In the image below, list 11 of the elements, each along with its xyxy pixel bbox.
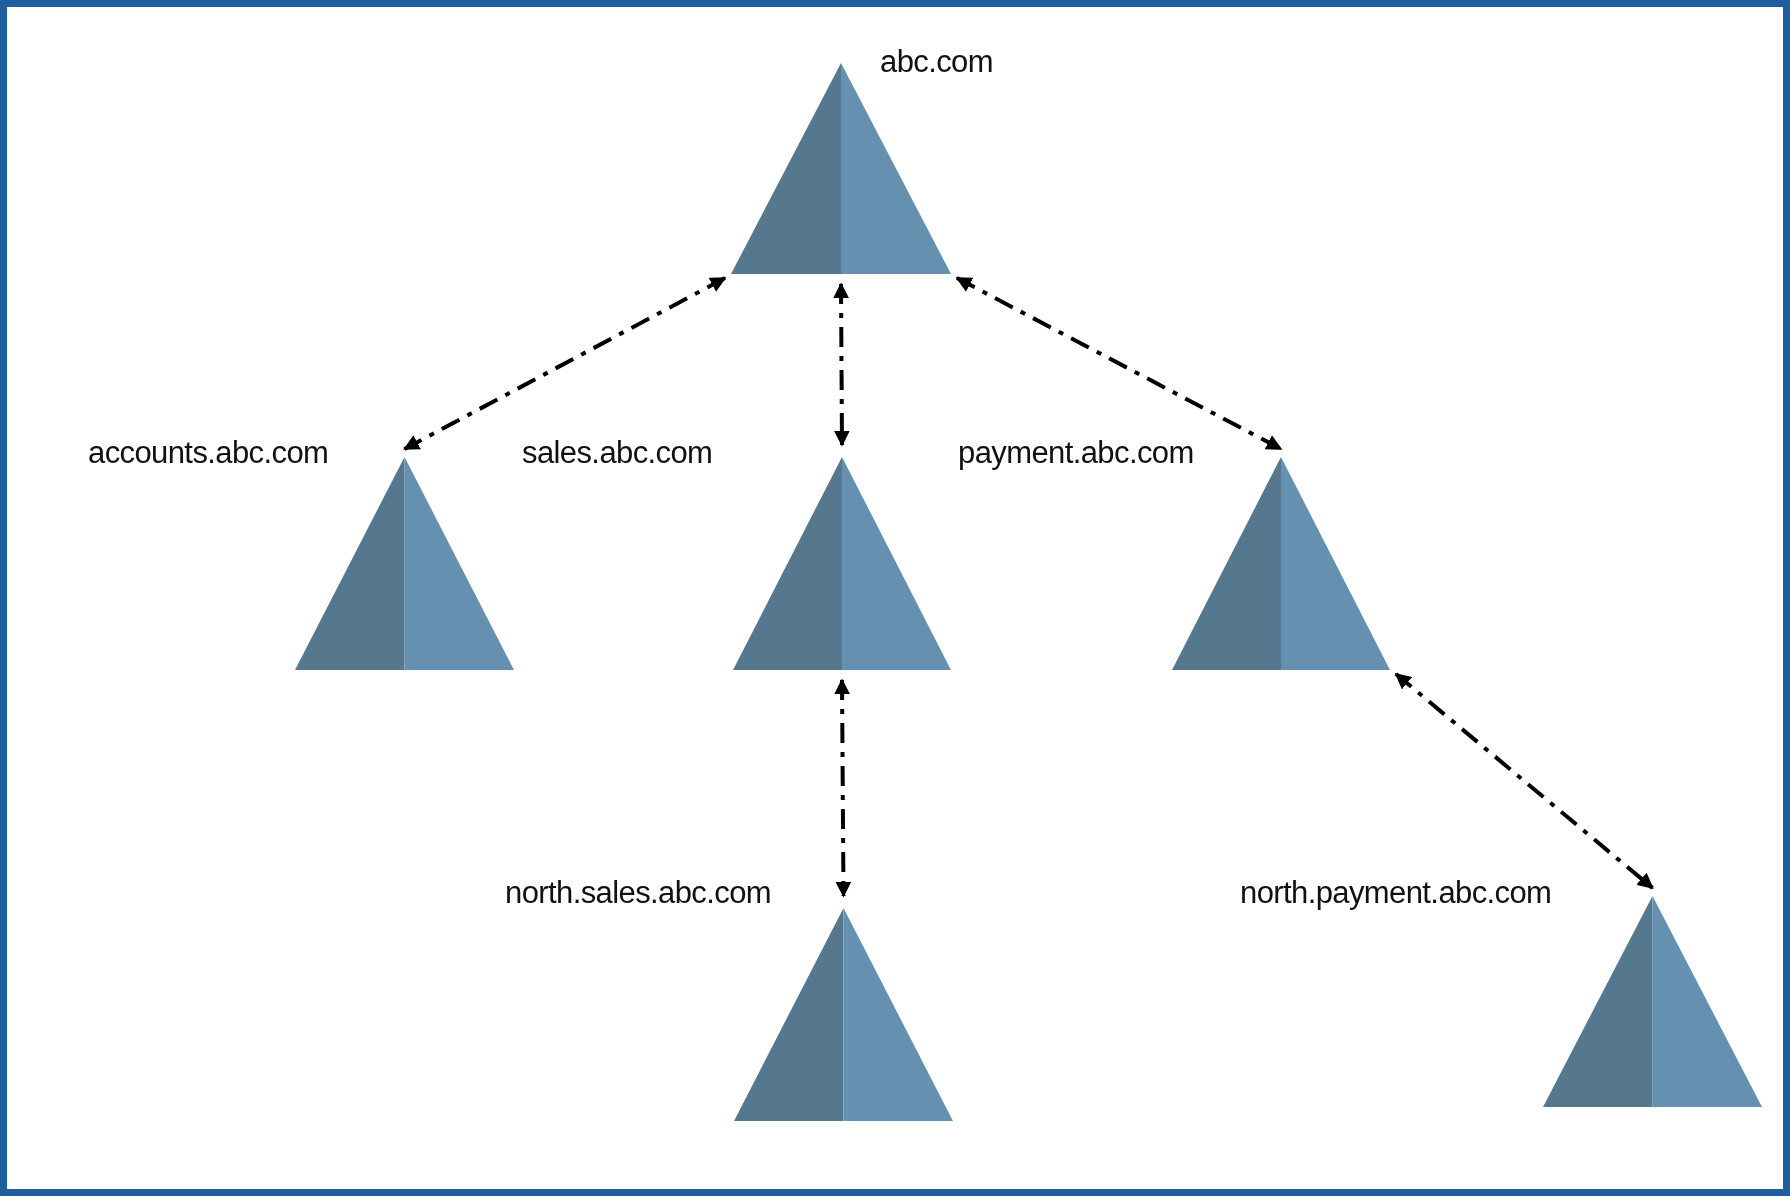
dash-dot-arrow	[833, 282, 850, 447]
dash-dot-arrow	[1394, 672, 1654, 890]
dash-dot-arrow	[834, 678, 852, 898]
domain-label: abc.com	[880, 46, 993, 77]
domain-label: north.payment.abc.com	[1240, 877, 1552, 908]
domain-label: accounts.abc.com	[88, 437, 329, 468]
dash-dot-arrow	[403, 276, 727, 451]
domain-label: payment.abc.com	[958, 437, 1194, 468]
domain-label: north.sales.abc.com	[505, 877, 771, 908]
dash-dot-arrow	[955, 276, 1283, 451]
domain-label: sales.abc.com	[522, 437, 713, 468]
